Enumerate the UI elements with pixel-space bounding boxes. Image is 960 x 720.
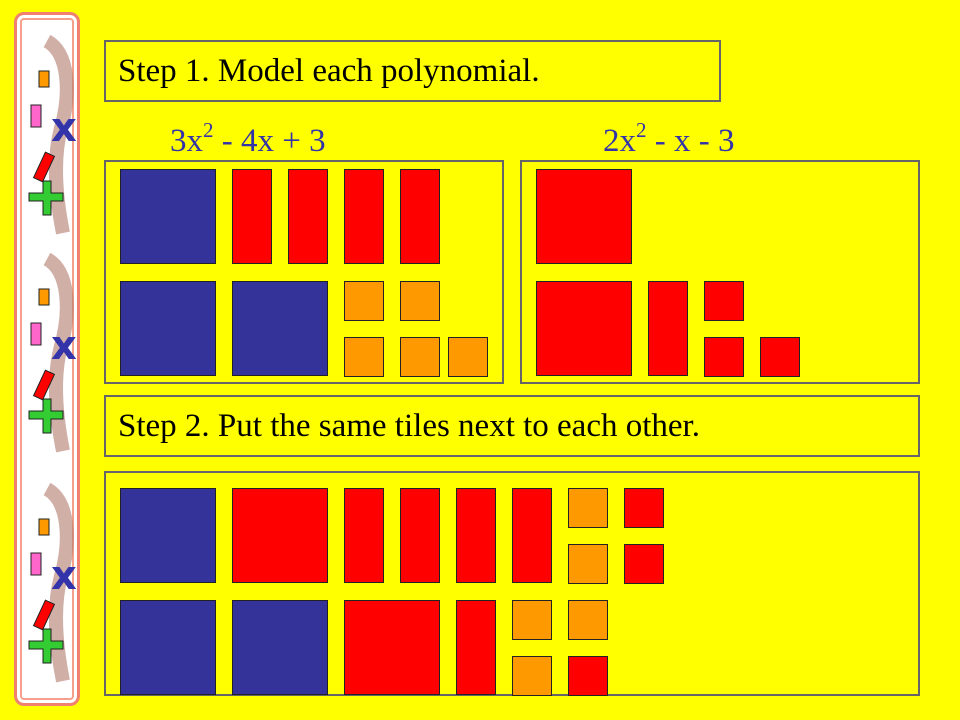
x-squared-tile-negative [232, 488, 328, 583]
unit-tile-positive [448, 337, 488, 377]
unit-tile-positive [344, 337, 384, 377]
unit-tile-positive [568, 488, 608, 528]
poly2-rest: - x - 3 [646, 123, 735, 159]
unit-tile-positive [344, 281, 384, 321]
poly1-coef: 3x [170, 123, 203, 159]
algebra-symbols-decoration: x [28, 252, 77, 453]
x-tile-negative [456, 488, 496, 583]
x-tile-negative [400, 169, 440, 264]
x-tile-negative [344, 169, 384, 264]
step1-label: Step 1. Model each polynomial. [118, 52, 540, 89]
x-tile-negative [288, 169, 328, 264]
x-squared-tile-negative [536, 281, 632, 376]
unit-tile-negative [568, 656, 608, 696]
svg-text:x: x [51, 105, 77, 151]
poly2-coef: 2x [603, 123, 636, 159]
x-squared-tile-positive [120, 281, 216, 376]
x-tile-negative [232, 169, 272, 264]
step2-box: Step 2. Put the same tiles next to each … [104, 395, 920, 457]
x-tile-negative [456, 600, 496, 695]
x-squared-tile-negative [344, 600, 440, 695]
unit-tile-positive [568, 544, 608, 584]
unit-tile-positive [400, 281, 440, 321]
unit-tile-negative [624, 544, 664, 584]
unit-tile-positive [568, 600, 608, 640]
unit-tile-negative [624, 488, 664, 528]
x-tile-negative [344, 488, 384, 583]
side-decoration-strip: x x x [14, 12, 80, 706]
unit-tile-positive [512, 656, 552, 696]
step2-label: Step 2. Put the same tiles next to each … [118, 407, 700, 444]
unit-tile-positive [512, 600, 552, 640]
x-tile-negative [512, 488, 552, 583]
x-squared-tile-negative [536, 169, 632, 264]
x-squared-tile-positive [120, 488, 216, 583]
x-squared-tile-positive [120, 169, 216, 264]
polynomial-1-label: 3x2 - 4x + 3 [170, 118, 326, 160]
algebra-symbols-decoration: x [28, 482, 77, 683]
x-tile-negative [648, 281, 688, 376]
unit-tile-negative [704, 281, 744, 321]
x-squared-tile-positive [232, 600, 328, 695]
poly1-exponent: 2 [203, 118, 214, 142]
unit-tile-negative [704, 337, 744, 377]
x-squared-tile-positive [120, 600, 216, 695]
poly1-rest: - 4x + 3 [213, 123, 326, 159]
step1-box: Step 1. Model each polynomial. [104, 40, 721, 102]
svg-text:x: x [51, 553, 77, 599]
unit-tile-positive [400, 337, 440, 377]
x-tile-negative [400, 488, 440, 583]
unit-tile-negative [760, 337, 800, 377]
svg-text:x: x [51, 323, 77, 369]
poly2-exponent: 2 [636, 118, 647, 142]
algebra-symbols-decoration: x [28, 34, 77, 235]
polynomial-2-label: 2x2 - x - 3 [603, 118, 734, 160]
x-squared-tile-positive [232, 281, 328, 376]
